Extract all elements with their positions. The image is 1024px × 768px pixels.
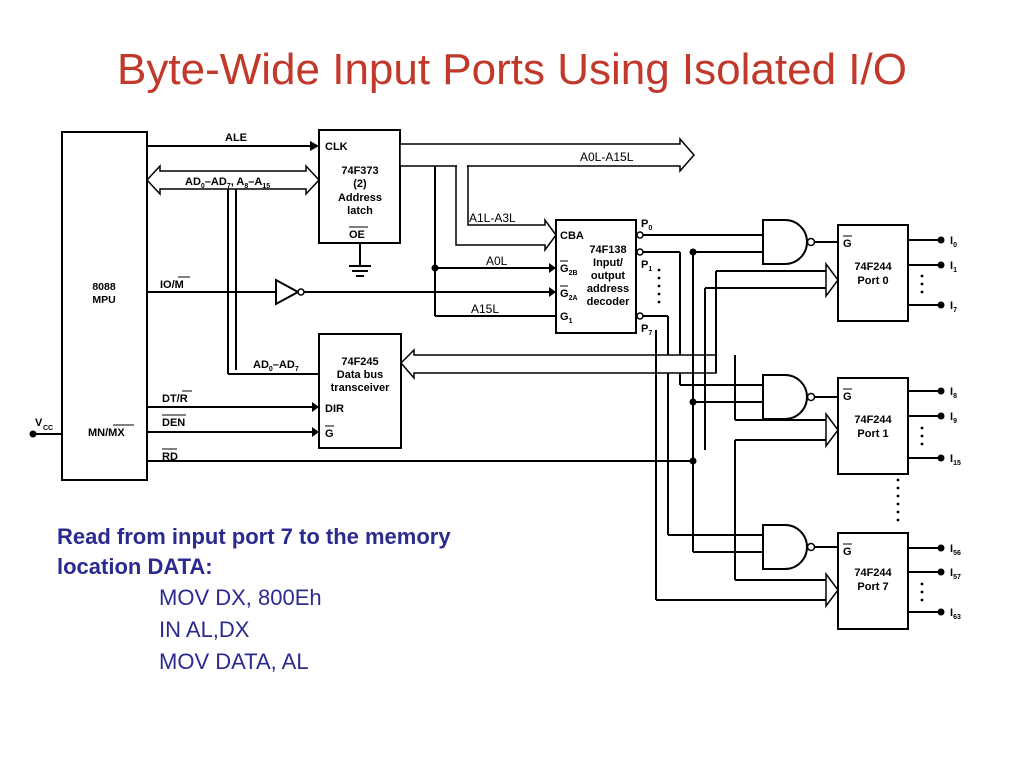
io-m-label: IO/M [160, 279, 184, 291]
decoder-line-2: output [591, 270, 626, 282]
latch-line-1: Address [338, 192, 382, 204]
vcc-sub: CC [43, 425, 53, 432]
ad-bus-2-label: AD0–AD7 [253, 359, 299, 373]
transceiver-dir: DIR [325, 403, 344, 415]
decoder-part: 74F138 [589, 244, 626, 256]
decoder-g2a: G2A [560, 288, 578, 302]
latched-address-bus-arrow [399, 137, 695, 173]
ad-bus-label: AD0–AD7, A8–A15 [185, 176, 270, 190]
decoder-g1: G1 [560, 311, 573, 325]
port-7-name: Port 7 [857, 581, 888, 593]
note-heading-line-2: location DATA: [57, 554, 213, 579]
decoder-line-4: decoder [587, 296, 631, 308]
address-latch-block: CLK 74F373 (2) Address latch OE [318, 129, 401, 244]
data-transceiver-block: 74F245 Data bus transceiver DIR G [318, 333, 402, 449]
port-7-g: G [843, 546, 852, 558]
latch-line-2: latch [347, 205, 373, 217]
code-line-3: MOV DATA, AL [159, 649, 309, 674]
a0l-a15l-label: A0L-A15L [580, 150, 634, 164]
port-1-in-b: I9 [950, 411, 957, 425]
port-7-in-b: I57 [950, 567, 961, 581]
a1l-a3l-arrow [455, 165, 557, 253]
port-1-g: G [843, 391, 852, 403]
gate-port-1 [762, 374, 838, 420]
port-1-in-c: I15 [950, 453, 961, 467]
decoder-line-3: address [587, 283, 629, 295]
a0l-label: A0L [486, 254, 508, 268]
latch-oe: OE [349, 229, 365, 241]
port-0-in-a: I0 [950, 235, 957, 249]
port-0-in-c: I7 [950, 300, 957, 314]
transceiver-line-2: transceiver [331, 382, 390, 394]
instruction-note: Read from input port 7 to the memory loc… [57, 522, 617, 678]
port-0-g: G [843, 238, 852, 250]
address-decoder-block: CBA 74F138 Input/ output address decoder… [555, 219, 637, 334]
port-7-part: 74F244 [854, 567, 892, 579]
input-port-7: G 74F244 Port 7 I56 I57 I63 [837, 532, 961, 630]
input-port-0: G 74F244 Port 0 I0 I1 I7 [837, 224, 957, 322]
decoder-p1: P1 [641, 259, 652, 273]
latch-part: 74F373 [341, 165, 378, 177]
transceiver-g: G [325, 428, 334, 440]
mpu-name-2: MPU [92, 294, 115, 306]
port-0-in-b: I1 [950, 260, 957, 274]
slide-title: Byte-Wide Input Ports Using Isolated I/O [117, 45, 907, 94]
port-0-part: 74F244 [854, 261, 892, 273]
decoder-p7: P7 [641, 323, 652, 337]
note-heading-line-1: Read from input port 7 to the memory [57, 524, 451, 549]
latch-count: (2) [353, 178, 367, 190]
input-port-1: G 74F244 Port 1 I8 I9 I15 [837, 377, 961, 475]
gate-port-0 [762, 219, 838, 265]
transceiver-line-1: Data bus [337, 369, 383, 381]
gate-port-7 [762, 524, 838, 570]
a15l-label: A15L [471, 302, 499, 316]
port-1-name: Port 1 [857, 428, 888, 440]
port-7-in-c: I63 [950, 607, 961, 621]
port-1-in-a: I8 [950, 386, 957, 400]
transceiver-part: 74F245 [341, 356, 378, 368]
decoder-cba: CBA [560, 230, 584, 242]
port-7-in-a: I56 [950, 543, 961, 557]
decoder-g2b: G2B [560, 263, 578, 277]
ale-label: ALE [225, 132, 247, 144]
decoder-line-1: Input/ [593, 257, 623, 269]
den-label: DEN [162, 417, 185, 429]
decoder-p0: P0 [641, 218, 652, 232]
port-0-name: Port 0 [857, 275, 888, 287]
dt-r-label: DT/R [162, 393, 188, 405]
code-line-1: MOV DX, 800Eh [159, 585, 322, 610]
port-1-part: 74F244 [854, 414, 892, 426]
mn-mx-label: MN/MX [88, 427, 125, 439]
vcc-label: V [35, 417, 43, 429]
code-line-2: IN AL,DX [159, 617, 250, 642]
latch-clk: CLK [325, 141, 348, 153]
a1l-a3l-label: A1L-A3L [469, 211, 516, 225]
mpu-name-1: 8088 [92, 281, 116, 293]
mpu-block: 8088 MPU [61, 131, 148, 481]
